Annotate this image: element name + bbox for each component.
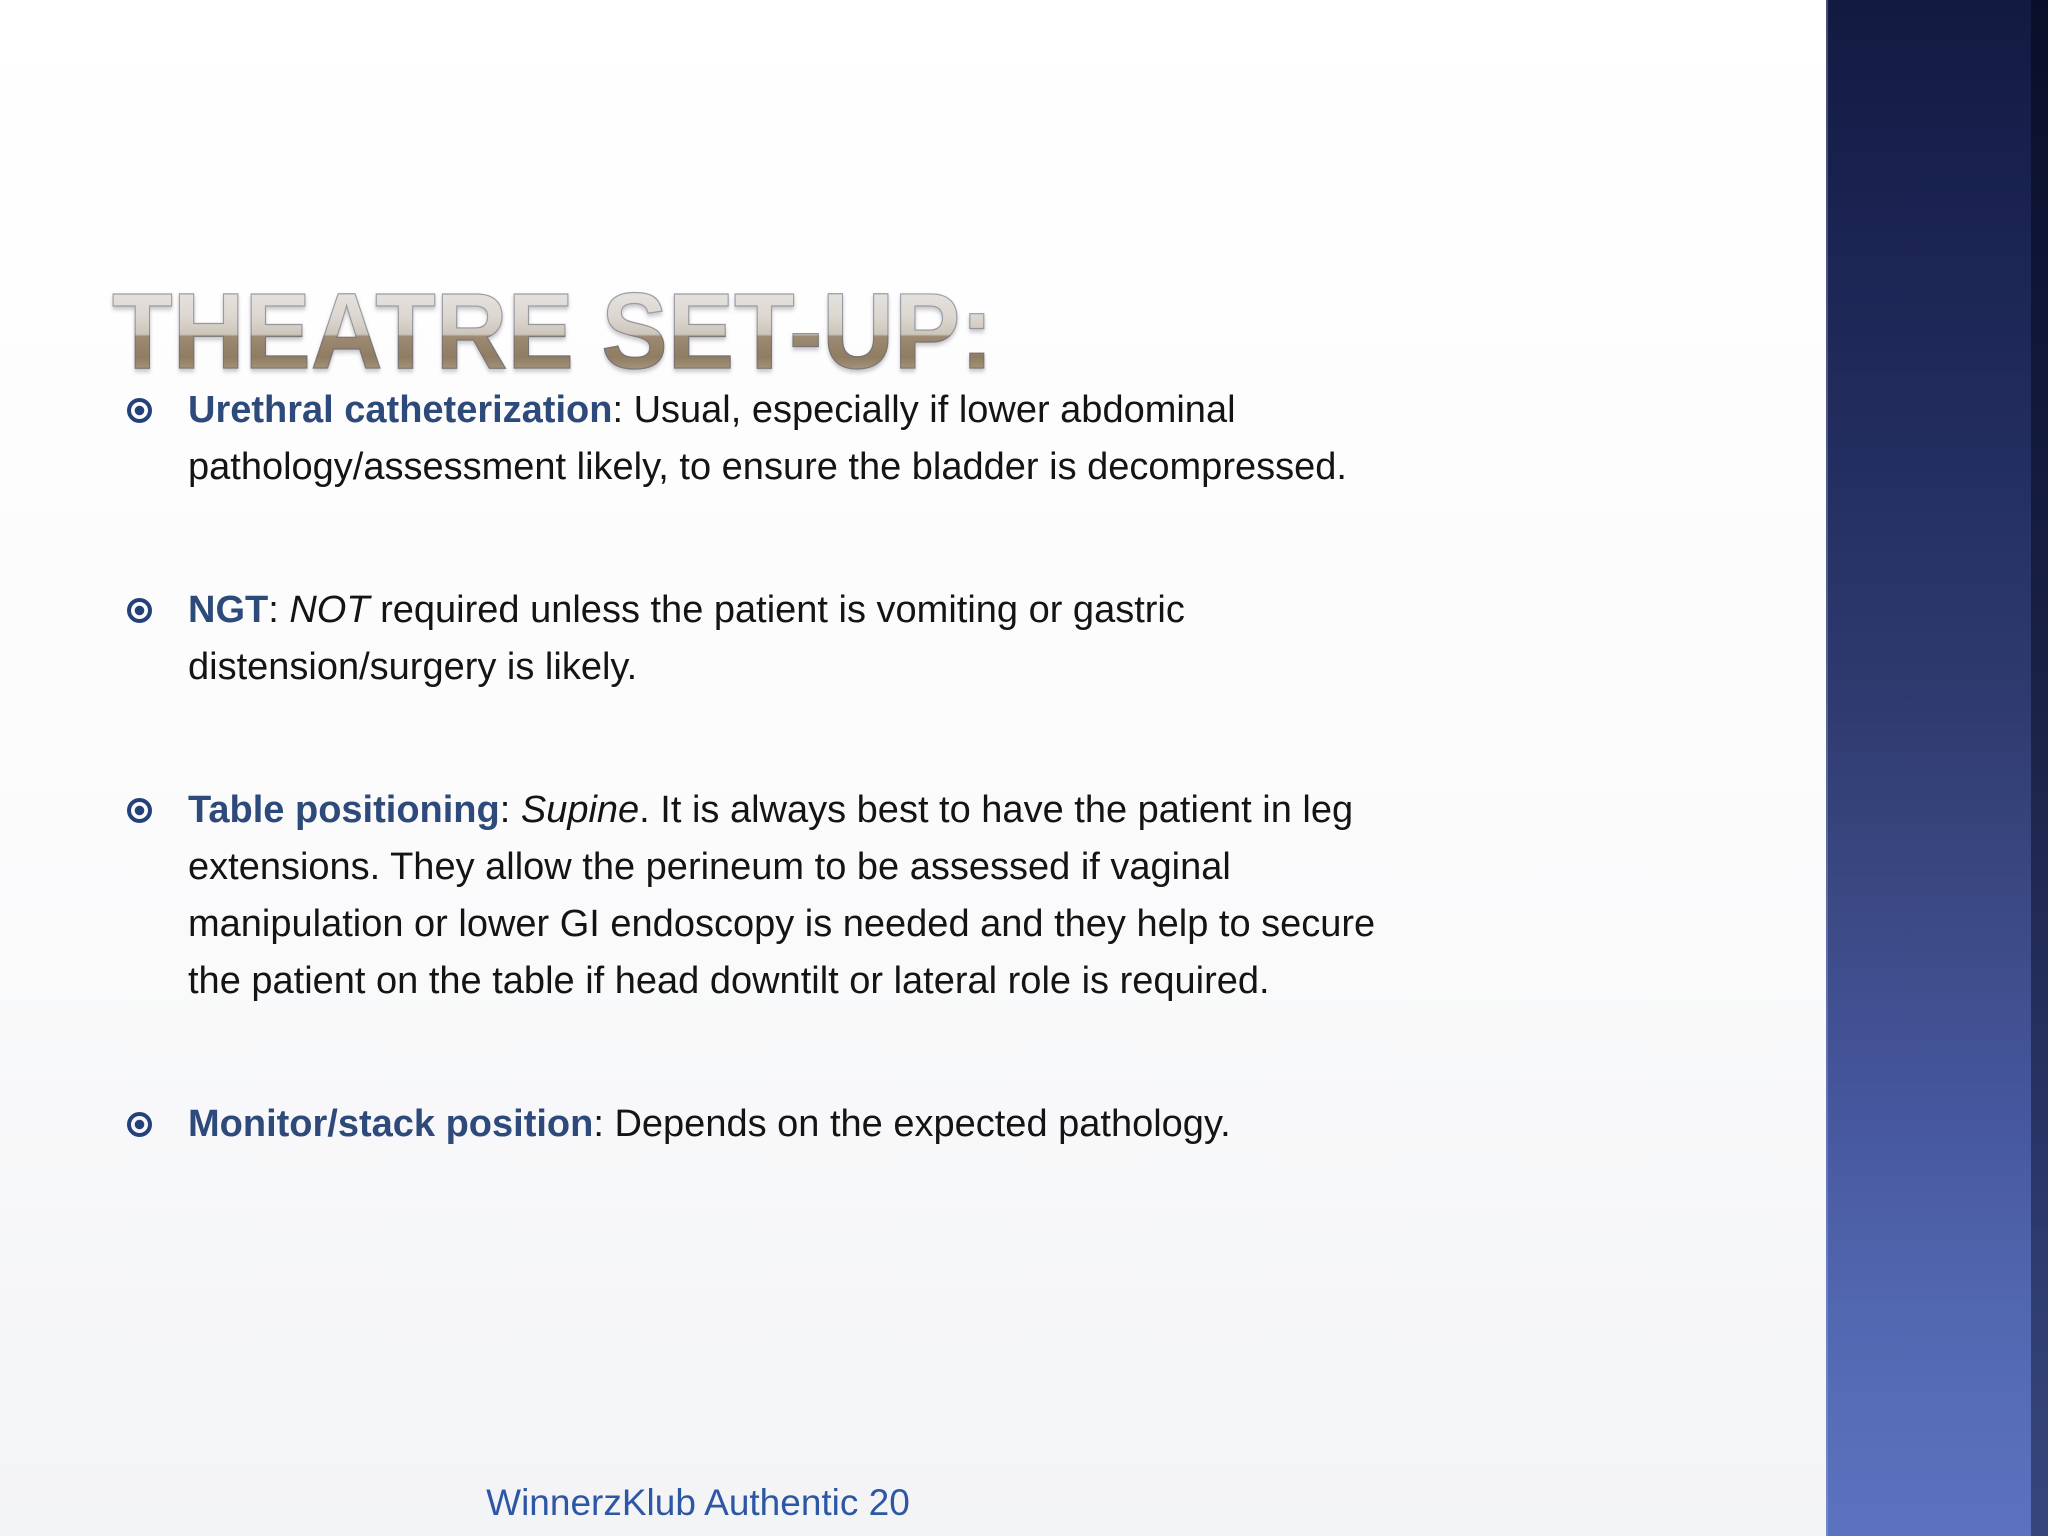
bullet-icon [127,798,152,823]
bullet-text: Monitor/stack position: Depends on the e… [188,1103,1231,1145]
bullet-text: Table positioning: Supine. It is always … [188,789,1376,1002]
list-item: Monitor/stack position: Depends on the e… [127,1096,1657,1153]
bullet-icon [127,598,152,623]
list-item: Table positioning: Supine. It is always … [127,782,1657,1010]
list-item: Urethral catheterization: Usual, especia… [127,382,1657,496]
bullet-icon [127,398,152,423]
footer-watermark: WinnerzKlub Authentic 20 [486,1482,910,1523]
bullet-icon [127,1112,152,1137]
list-item: NGT: NOT required unless the patient is … [127,582,1657,696]
sidebar-decoration [1826,0,2048,1536]
bullet-text: Urethral catheterization: Usual, especia… [188,389,1347,488]
slide-title: THEATRE SET-UP: [111,270,994,392]
bullet-text: NGT: NOT required unless the patient is … [188,589,1185,688]
bullet-list: Urethral catheterization: Usual, especia… [127,382,1657,1239]
